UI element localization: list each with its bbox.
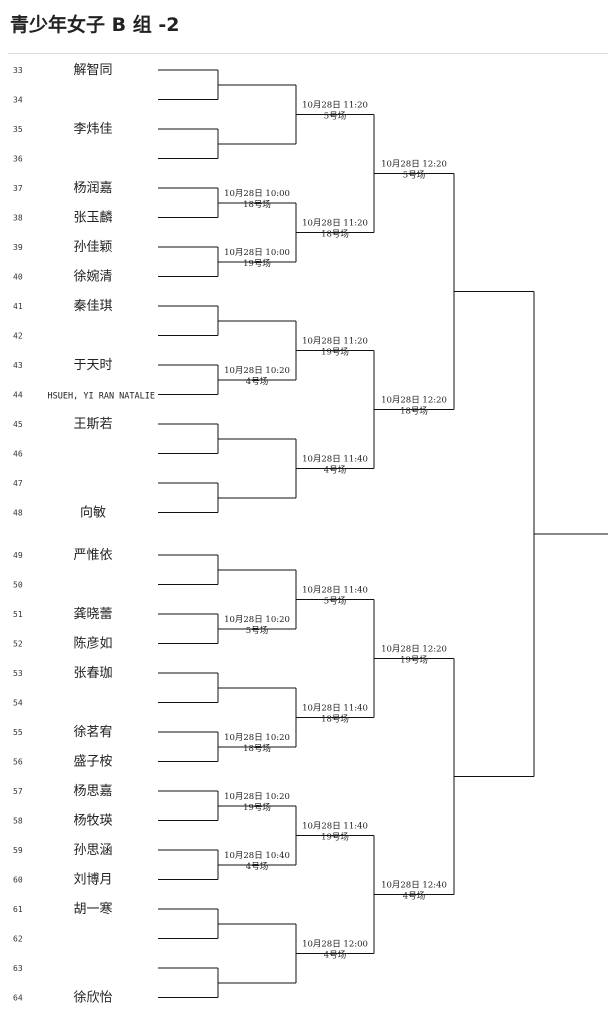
match-time: 10月28日 10:20 — [224, 366, 290, 376]
seed-number: 48 — [13, 509, 23, 518]
match-time: 10月28日 10:20 — [224, 615, 290, 625]
player-name: 徐欣怡 — [73, 991, 112, 1006]
match-time: 10月28日 10:40 — [224, 851, 290, 861]
seed-number: 33 — [13, 66, 23, 75]
seed-number: 59 — [13, 846, 23, 855]
match-time: 10月28日 11:20 — [302, 336, 368, 346]
seed-number: 63 — [13, 964, 23, 973]
seed-number: 60 — [13, 876, 23, 885]
player-name: 李炜佳 — [73, 122, 112, 137]
match-court: 19号场 — [243, 803, 271, 813]
player-name: 张春珈 — [73, 666, 112, 681]
match-time: 10月28日 11:40 — [302, 454, 368, 464]
seed-number: 42 — [13, 332, 23, 341]
match-court: 18号场 — [400, 406, 428, 416]
seed-number: 43 — [13, 361, 23, 370]
player-name: 刘博月 — [73, 873, 112, 888]
player-name: 向敏 — [80, 505, 106, 521]
match-time: 10月28日 10:00 — [224, 189, 290, 199]
match-time: 10月28日 11:20 — [302, 218, 368, 228]
bracket-lines — [158, 69, 608, 998]
match-court: 19号场 — [243, 259, 271, 269]
match-court: 18号场 — [243, 200, 271, 210]
seed-number: 46 — [13, 450, 23, 459]
player-name: 孙思涵 — [73, 843, 112, 858]
seed-number: 38 — [13, 214, 23, 223]
match-court: 5号场 — [324, 596, 346, 606]
seed-number: 57 — [13, 787, 23, 796]
player-name: 徐婉清 — [73, 269, 112, 285]
match-time: 10月28日 12:20 — [381, 395, 447, 405]
player-name: HSUEH, YI RAN NATALIE — [48, 392, 155, 402]
player-name: 杨牧瑛 — [73, 814, 112, 829]
match-time: 10月28日 12:40 — [381, 880, 447, 890]
seed-number: 37 — [13, 184, 23, 193]
seed-number: 61 — [13, 905, 23, 914]
seed-number: 52 — [13, 640, 23, 649]
match-court: 19号场 — [321, 832, 349, 842]
match-time: 10月28日 10:20 — [224, 792, 290, 802]
player-name: 解智同 — [73, 63, 112, 78]
seed-number: 64 — [13, 994, 23, 1003]
player-name: 于天时 — [73, 358, 112, 373]
match-court: 5号场 — [246, 626, 268, 636]
seed-number: 45 — [13, 420, 23, 429]
player-name: 张玉麟 — [73, 210, 112, 226]
match-time: 10月28日 11:40 — [302, 703, 368, 713]
player-name: 杨润嘉 — [73, 181, 112, 196]
match-court: 4号场 — [246, 862, 268, 872]
seed-number: 44 — [13, 391, 23, 400]
match-time: 10月28日 10:00 — [224, 248, 290, 258]
seed-number: 58 — [13, 817, 23, 826]
seed-number: 41 — [13, 302, 23, 311]
seed-number: 40 — [13, 273, 23, 282]
match-court: 19号场 — [400, 655, 428, 665]
seed-number: 55 — [13, 728, 23, 737]
seed-number: 35 — [13, 125, 23, 134]
match-time: 10月28日 12:20 — [381, 159, 447, 169]
player-name: 陈彦如 — [73, 636, 112, 652]
seed-number: 56 — [13, 758, 23, 767]
player-name: 盛子桉 — [73, 755, 112, 770]
match-time: 10月28日 10:20 — [224, 733, 290, 743]
match-court: 18号场 — [321, 714, 349, 724]
match-court: 4号场 — [324, 465, 346, 475]
match-time: 10月28日 11:40 — [302, 821, 368, 831]
seed-number: 54 — [13, 699, 23, 708]
seed-number: 34 — [13, 96, 23, 105]
seed-number: 51 — [13, 610, 23, 619]
match-court: 18号场 — [243, 744, 271, 754]
player-name: 杨思嘉 — [73, 784, 112, 799]
seed-number: 36 — [13, 155, 23, 164]
title-divider — [8, 53, 608, 54]
seed-number: 49 — [13, 551, 23, 560]
seed-number: 50 — [13, 581, 23, 590]
match-time: 10月28日 12:20 — [381, 644, 447, 654]
seed-number: 39 — [13, 243, 23, 252]
player-name: 王斯若 — [73, 416, 112, 432]
player-name: 龚晓蕾 — [73, 607, 112, 622]
match-time: 10月28日 12:00 — [302, 939, 368, 949]
player-name: 秦佳琪 — [73, 299, 112, 314]
match-court: 19号场 — [321, 347, 349, 357]
match-court: 4号场 — [246, 377, 268, 387]
player-name: 孙佳颖 — [73, 240, 112, 255]
page-title: 青少年女子 B 组 -2 — [10, 14, 180, 36]
match-court: 4号场 — [324, 950, 346, 960]
player-name: 徐茗宥 — [73, 724, 112, 740]
match-court: 18号场 — [321, 229, 349, 239]
seed-number: 53 — [13, 669, 23, 678]
match-time: 10月28日 11:20 — [302, 100, 368, 110]
match-court: 4号场 — [403, 891, 425, 901]
player-name: 胡一寒 — [73, 901, 112, 917]
match-court: 5号场 — [403, 170, 425, 180]
seed-number: 47 — [13, 479, 23, 488]
seed-number: 62 — [13, 935, 23, 944]
match-court: 5号场 — [324, 111, 346, 121]
player-name: 严惟依 — [73, 548, 112, 563]
bracket-labels: 33 解智同 34 35 李炜佳 36 37 杨润嘉 38 张玉麟 39 孙佳颖 40 徐婉清 41 秦佳琪 4… — [13, 63, 447, 1006]
match-time: 10月28日 11:40 — [302, 585, 368, 595]
